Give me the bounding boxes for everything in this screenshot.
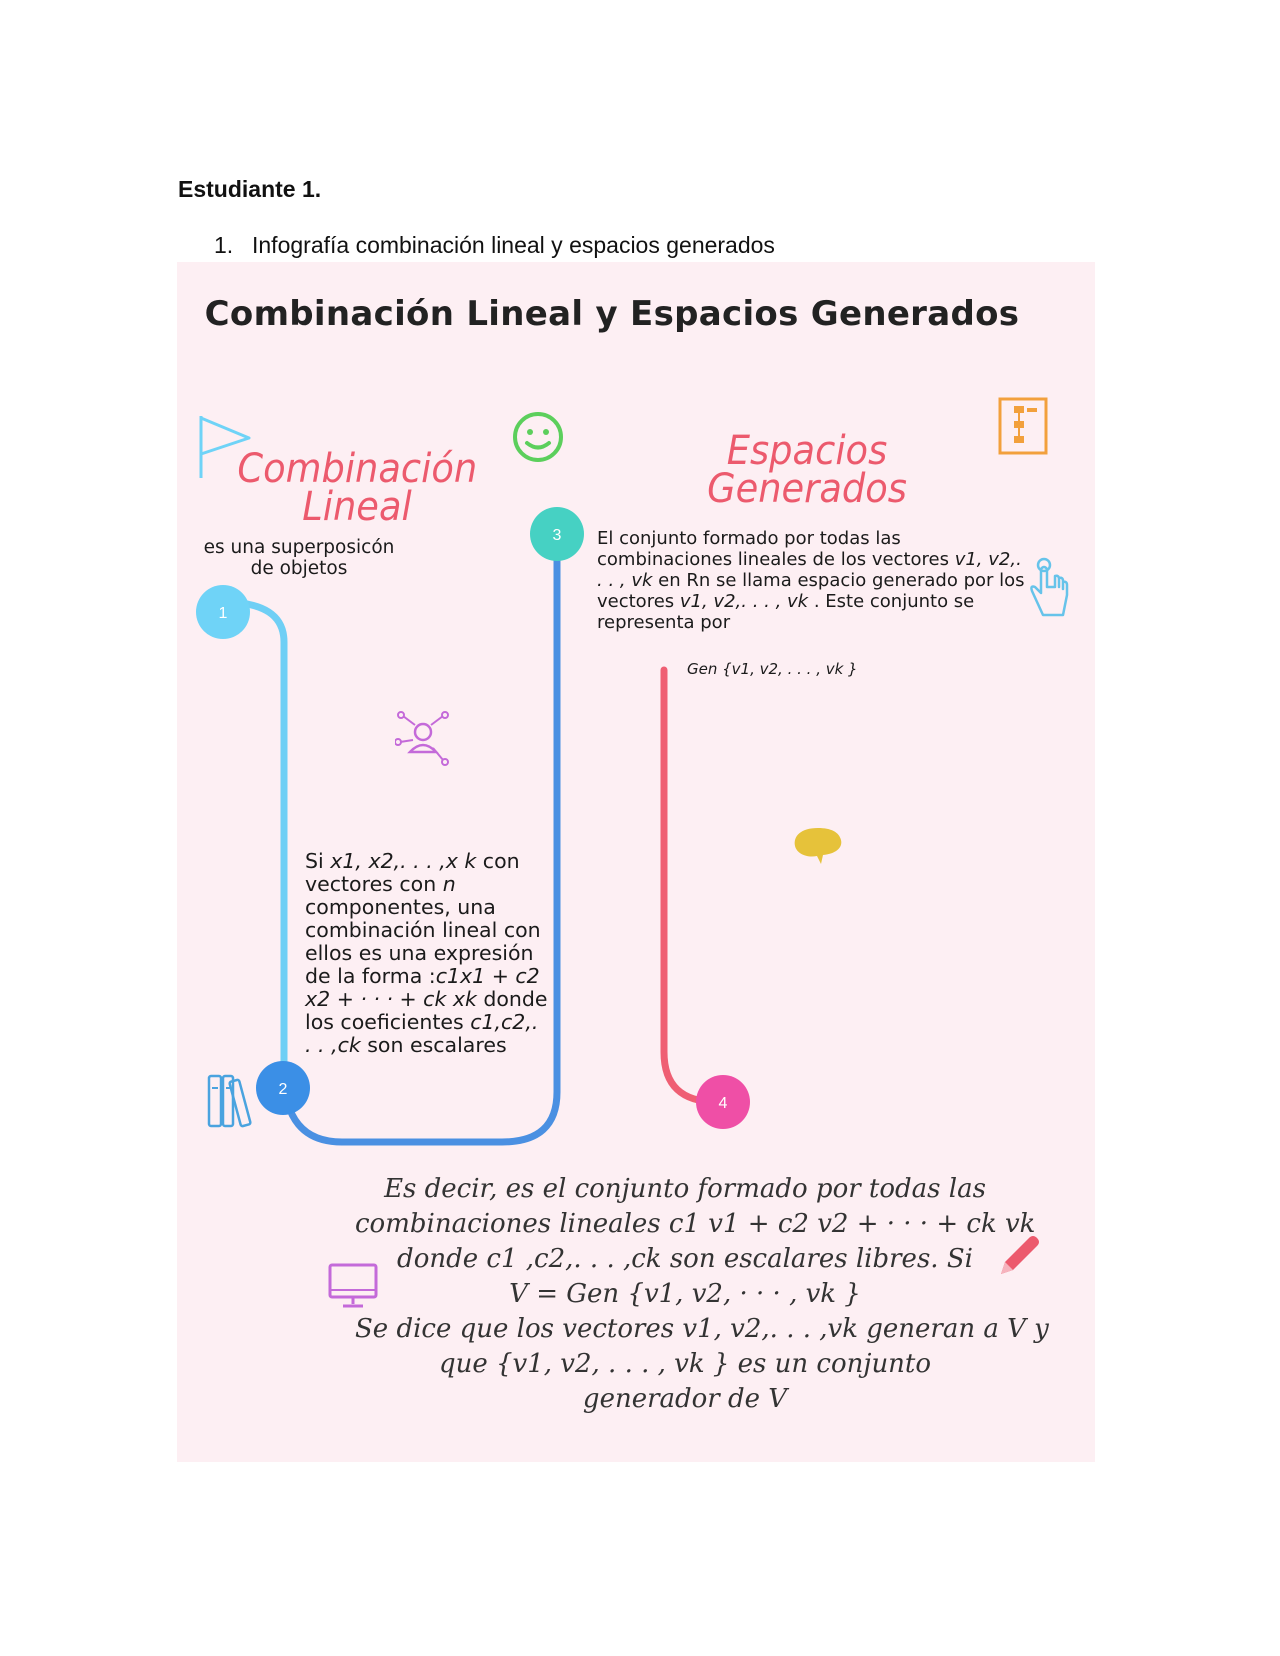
timeline-node-2-label: 2 [279,1081,288,1098]
speech-bubble-icon [794,828,842,864]
timeline-node-3 [530,507,584,561]
conclusion-line: V = Gen {v1, v2, · · · , vk } [509,1279,861,1309]
timeline-node-4-label: 4 [719,1095,728,1112]
conclusion-text: Es decir, es el conjunto formado por tod… [355,1172,1049,1417]
conclusion-line: generador de V [582,1384,788,1414]
timeline-node-1 [196,585,250,639]
document-heading: Estudiante 1. [178,176,322,202]
conclusion-line: Se dice que los vectores v1, v2,. . . ,v… [355,1314,1049,1344]
conclusion-line: donde c1 ,c2,. . . ,ck son escalares lib… [397,1244,973,1274]
combinacion-definition: Si x1, x2,. . . ,x k con vectores con n … [305,849,548,1057]
timeline-node-3-label: 3 [553,527,562,544]
books-icon [207,1074,252,1128]
espacios-title-line1: Espacios [726,428,888,474]
timeline-graphic: 1 2 3 4 [196,507,750,1146]
flag-icon [199,416,251,478]
infographic-title: Combinación Lineal y Espacios Generados [204,294,1020,334]
timeline-node-4 [696,1075,750,1129]
timeline-line-left [219,598,288,1066]
gen-notation: Gen {v1, v2, . . . , vk } [687,660,858,678]
infographic: Combinación Lineal y Espacios Generados … [177,262,1095,1462]
list-item-text: Infografía combinación lineal y espacios… [252,232,775,258]
timeline-node-2 [256,1061,310,1115]
espacios-title-line2: Generados [707,466,907,512]
espacios-generados-title: Espacios Generados [687,428,926,512]
hand-pointer-icon [1030,557,1069,617]
conclusion-line: combinaciones lineales c1 v1 + c2 v2 + ·… [355,1209,1036,1239]
combinacion-intro: es una superposicón de objetos [203,537,395,579]
timeline-node-1-label: 1 [219,605,228,622]
conclusion-line: Es decir, es el conjunto formado por tod… [384,1174,986,1204]
pencil-icon [1001,1236,1039,1274]
combinacion-title-line1: Combinación [237,446,478,492]
smiley-icon [513,412,563,462]
combinacion-title-line2: Lineal [302,484,412,530]
flowchart-icon [998,397,1048,455]
conclusion-line: que {v1, v2, . . . , vk } es un conjunto [438,1349,932,1379]
monitor-icon [328,1263,378,1308]
list-item-number: 1. [214,232,234,258]
document-list-item: 1. Infografía combinación lineal y espaci… [214,232,775,259]
network-person-icon [395,711,449,766]
combinacion-lineal-title: Combinación Lineal [237,446,478,530]
espacios-definition: El conjunto formado por todas las combin… [597,528,1025,633]
timeline-line-right [660,666,721,1106]
